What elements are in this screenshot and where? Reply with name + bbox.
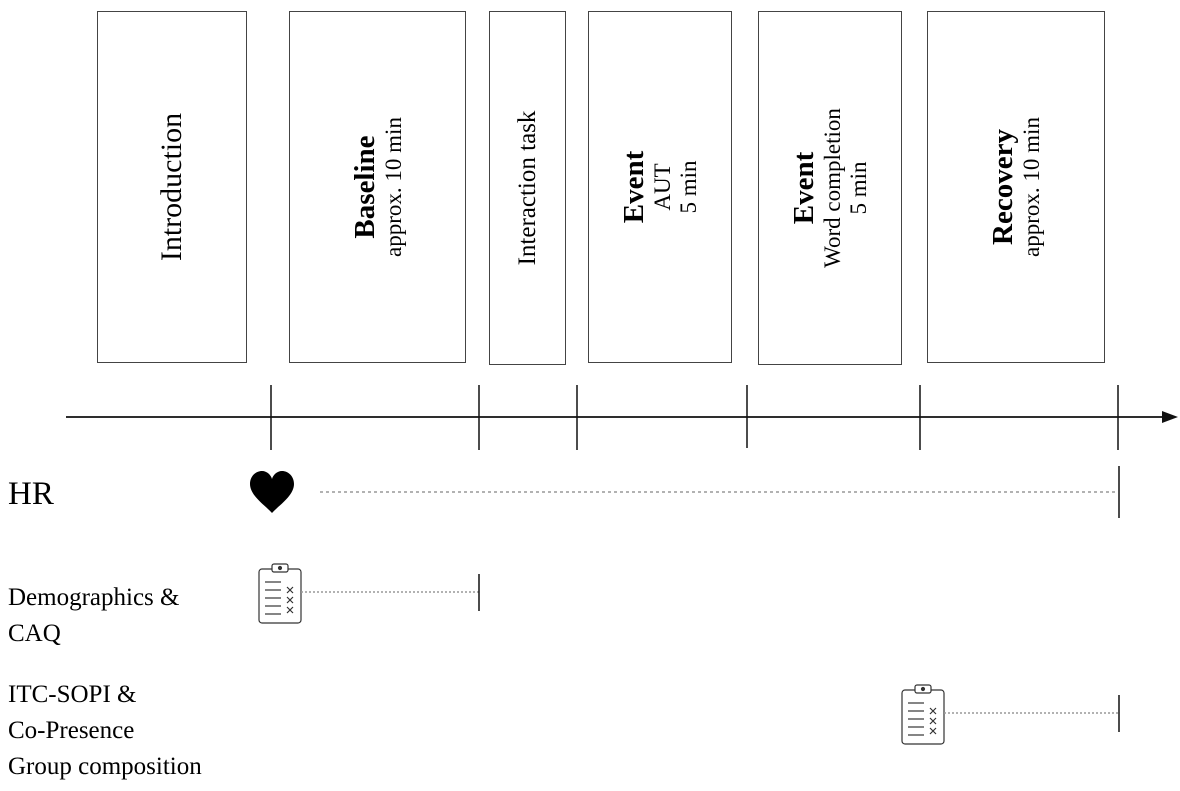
timeline-ticks	[270, 385, 1119, 450]
phase-event-aut: Event AUT 5 min	[588, 11, 732, 363]
phase-event-word-completion: Event Word completion 5 min	[758, 11, 902, 365]
questionnaire1-label: Demographics & CAQ	[8, 580, 179, 652]
questionnaire2-label: ITC-SOPI & Co-Presence Group composition	[8, 677, 202, 785]
questionnaire2-label-line3: Group composition	[8, 753, 202, 780]
phase-introduction: Introduction	[97, 11, 247, 363]
clipboard-icon	[901, 684, 945, 745]
phase-recovery: Recovery approx. 10 min	[927, 11, 1105, 363]
questionnaire2-label-line1: ITC-SOPI &	[8, 681, 137, 708]
timeline-arrowhead	[1162, 411, 1178, 423]
questionnaire2-label-line2: Co-Presence	[8, 717, 135, 744]
questionnaire1-label-line1: Demographics &	[8, 584, 180, 611]
hr-label: HR	[8, 476, 54, 512]
heart-icon	[250, 471, 294, 513]
phase-baseline: Baseline approx. 10 min	[289, 11, 466, 363]
phase-interaction-task: Interaction task	[489, 11, 566, 365]
clipboard-icon	[258, 563, 302, 624]
questionnaire1-label-line2: CAQ	[8, 620, 61, 647]
